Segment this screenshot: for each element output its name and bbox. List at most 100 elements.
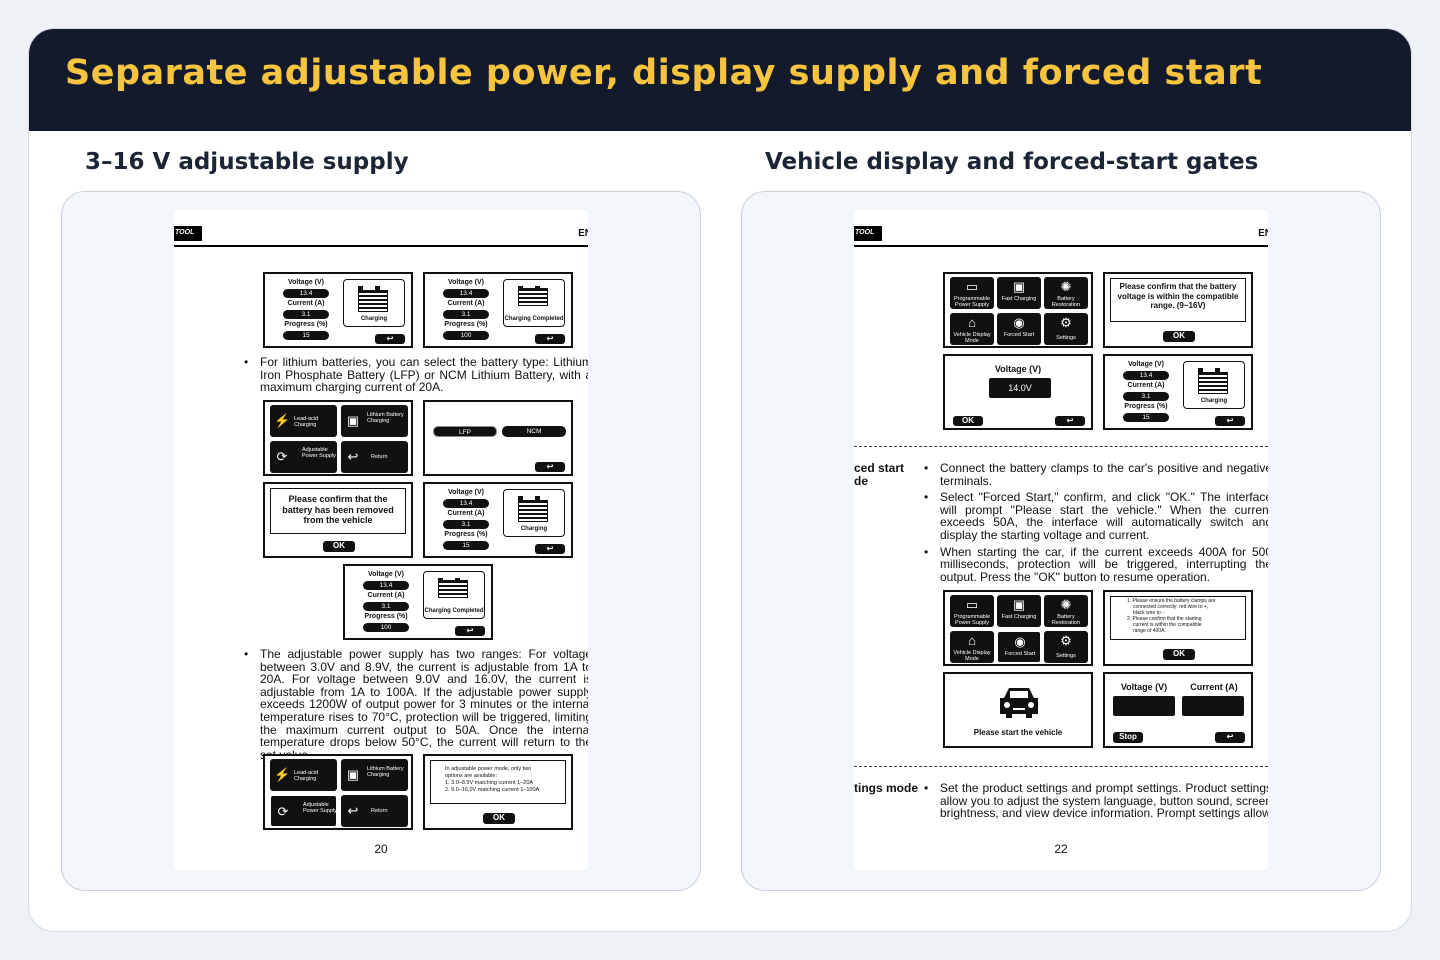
manual-page-22: TOOL EN ▭ Programmable Power Supply ▣ Fa… <box>854 210 1268 870</box>
programmable-supply-tile[interactable]: ▭ Programmable Power Supply <box>950 277 994 309</box>
monitor-icon: ▭ <box>965 597 979 612</box>
adjustable-supply-tile[interactable]: ⟳ Adjustable Power Supply <box>270 441 337 473</box>
adjustable-text: The adjustable power supply has two rang… <box>244 648 588 761</box>
note-line: options are available: <box>445 773 497 779</box>
voltage-readout <box>1113 696 1175 716</box>
battery-restoration-tile[interactable]: ✺ Battery Restoration <box>1044 277 1088 309</box>
brand-logo: TOOL <box>174 226 202 241</box>
battery-icon: Charging <box>343 279 405 327</box>
tile-label: Settings <box>1056 653 1076 659</box>
lfp-option[interactable]: LFP <box>433 426 497 437</box>
forced-bullet: Select "Forced Start," confirm, and clic… <box>924 491 1268 541</box>
slide-title: Separate adjustable power, display suppl… <box>65 53 1263 93</box>
settings-tile[interactable]: ⚙ Settings <box>1044 313 1088 345</box>
voltage-label: Voltage (V) <box>447 489 485 496</box>
adjustable-supply-tile[interactable]: ⟳ Adjustable Power Supply <box>270 795 337 827</box>
manual-page-20: TOOL EN Voltage (V) 13.4 Current (A) 3.1… <box>174 210 588 870</box>
charging-menu-screen-2: ⚡ Lead-acid Charging ▣ Lithium Battery C… <box>263 754 413 830</box>
tile-label: Return <box>371 454 388 460</box>
ok-button[interactable]: OK <box>1163 331 1195 342</box>
tile-label: Adjustable Power Supply <box>302 447 336 459</box>
forced-start-tile[interactable]: ◉ Forced Start <box>997 313 1041 345</box>
progress-value: 100 <box>443 331 489 340</box>
start-vehicle-screen: Please start the vehicle <box>943 672 1093 748</box>
tile-label: Forced Start <box>1004 651 1036 657</box>
return-button[interactable]: ↩ <box>455 626 485 636</box>
tile-label: Lead-acid Charging <box>294 416 319 428</box>
lead-acid-tile[interactable]: ⚡ Lead-acid Charging <box>270 405 337 437</box>
note-line: 2. Please confirm that the starting <box>1127 616 1202 622</box>
progress-label: Progress (%) <box>444 321 488 328</box>
battery-icon: Charging Completed <box>503 279 565 327</box>
ncm-option[interactable]: NCM <box>502 426 566 437</box>
building-icon: ⌂ <box>968 315 976 330</box>
ok-button[interactable]: OK <box>483 813 515 824</box>
programmable-supply-tile[interactable]: ▭ Programmable Power Supply <box>950 595 994 627</box>
lithium-tile[interactable]: ▣ Lithium Battery Charging <box>341 405 408 437</box>
forced-start-label-2: de <box>854 474 869 488</box>
left-section-title: 3–16 V adjustable supply <box>85 149 409 175</box>
current-label: Current (A) <box>287 300 325 307</box>
settings-tile[interactable]: ⚙ Settings <box>1044 631 1088 663</box>
return-button[interactable]: ↩ <box>375 334 405 344</box>
voltage-label: Voltage (V) <box>1120 682 1168 692</box>
return-button[interactable]: ↩ <box>1215 732 1245 743</box>
lead-acid-tile[interactable]: ⚡ Lead-acid Charging <box>270 759 337 791</box>
note-line: black wire to -. <box>1133 610 1166 616</box>
current-label: Current (A) <box>1190 682 1238 692</box>
fast-charging-tile[interactable]: ▣ Fast Charging <box>997 277 1041 309</box>
fast-charging-tile[interactable]: ▣ Fast Charging <box>997 595 1041 627</box>
charging-status-screen: Voltage (V) 13.4 Current (A) 3.1 Progres… <box>1103 354 1253 430</box>
tile-label: Settings <box>1056 335 1076 341</box>
lithium-tile[interactable]: ▣ Lithium Battery Charging <box>341 759 408 791</box>
return-button[interactable]: ↩ <box>1055 416 1085 426</box>
progress-label: Progress (%) <box>444 531 488 538</box>
voltage-value: 14.0V <box>989 378 1051 398</box>
return-button[interactable]: ↩ <box>535 544 565 554</box>
return-button[interactable]: ↩ <box>535 462 565 472</box>
progress-value: 15 <box>443 541 489 550</box>
voltage-set-screen: Voltage (V) 14.0V OK ↩ <box>943 354 1093 430</box>
message-box <box>430 760 566 804</box>
progress-value: 15 <box>283 331 329 340</box>
return-button[interactable]: ↩ <box>1215 416 1245 426</box>
return-tile[interactable]: ↩ Return <box>341 441 408 473</box>
ok-button[interactable]: OK <box>953 416 983 426</box>
battery-caption: Charging <box>360 316 388 322</box>
vehicle-display-tile[interactable]: ⌂ Vehicle Display Mode <box>950 313 994 345</box>
tile-label: Battery Restoration <box>1051 614 1081 626</box>
charging-status-screen: Voltage (V) 13.4 Current (A) 3.1 Progres… <box>263 272 413 348</box>
forced-start-tile[interactable]: ◉ Forced Start <box>997 631 1041 663</box>
return-tile[interactable]: ↩ Return <box>341 795 408 827</box>
section-divider <box>854 766 1268 767</box>
battery-icon: ▣ <box>1012 597 1026 612</box>
settings-gear-icon: ⚙ <box>1060 633 1072 648</box>
language-tag: EN <box>578 228 588 239</box>
tile-label: Battery Restoration <box>1051 296 1081 308</box>
stop-button[interactable]: Stop <box>1113 732 1143 743</box>
tile-label: Adjustable Power Supply <box>303 802 337 814</box>
note-line: 2. 9.0–16.0V matching current 1–100A <box>445 787 540 793</box>
voltage-value: 13.4 <box>283 289 329 298</box>
progress-value: 100 <box>363 623 409 632</box>
settings-gear-icon: ⚙ <box>1060 315 1072 330</box>
confirm-message: Please confirm that the battery voltage … <box>1117 282 1239 310</box>
tile-label: Fast Charging <box>1001 614 1037 620</box>
message-box <box>270 488 406 534</box>
current-value: 3.1 <box>283 310 329 319</box>
battery-restoration-tile[interactable]: ✺ Battery Restoration <box>1044 595 1088 627</box>
language-tag: EN <box>1258 228 1268 239</box>
return-button[interactable]: ↩ <box>535 334 565 344</box>
lithium-battery-icon: ▣ <box>346 413 360 428</box>
vehicle-display-tile[interactable]: ⌂ Vehicle Display Mode <box>950 631 994 663</box>
lithium-paragraph: For lithium batteries, you can select th… <box>244 356 588 394</box>
ok-button[interactable]: OK <box>1163 649 1195 660</box>
progress-label: Progress (%) <box>1124 403 1168 410</box>
section-divider <box>854 446 1268 447</box>
right-panel: TOOL EN ▭ Programmable Power Supply ▣ Fa… <box>741 191 1381 891</box>
message-box <box>1110 278 1246 322</box>
ok-button[interactable]: OK <box>323 541 355 552</box>
adjust-cycle-icon: ⟳ <box>277 804 289 819</box>
charging-menu-screen: ⚡ Lead-acid Charging ▣ Lithium Battery C… <box>263 400 413 476</box>
main-menu-screen: ▭ Programmable Power Supply ▣ Fast Charg… <box>943 272 1093 348</box>
